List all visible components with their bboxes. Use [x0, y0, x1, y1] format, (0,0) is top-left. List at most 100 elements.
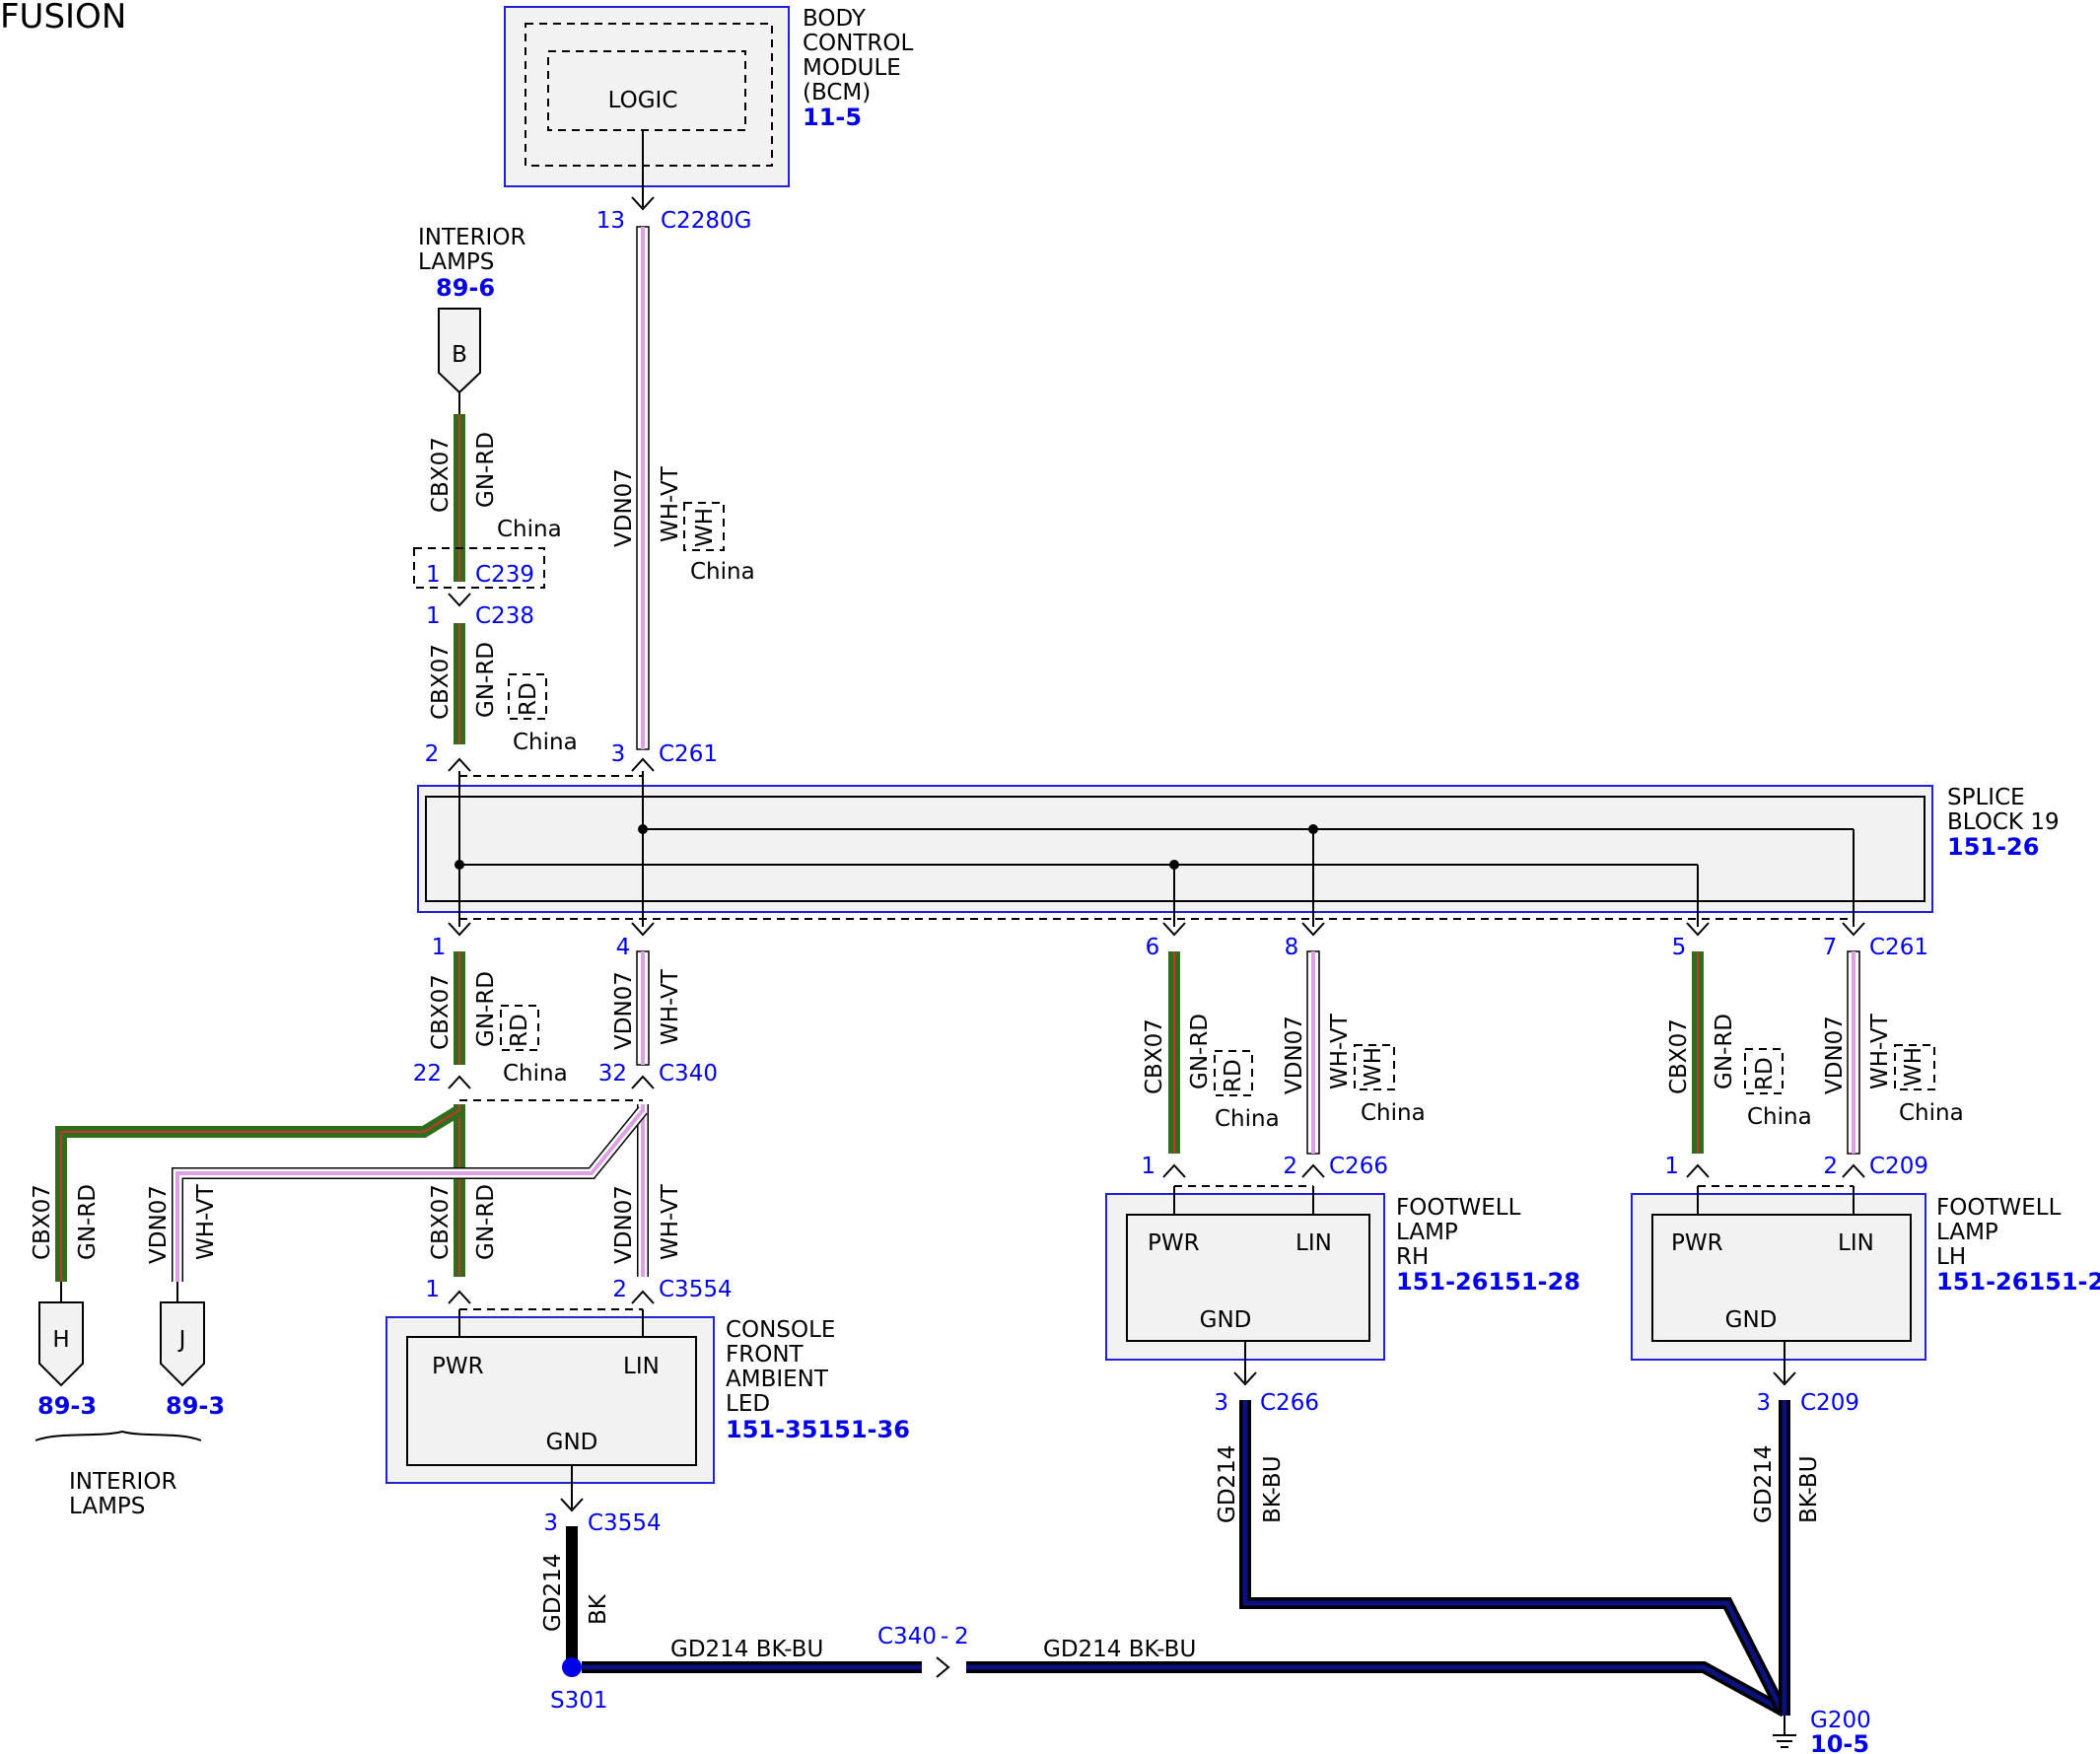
region-label-china: China: [690, 559, 755, 585]
splice-s301-icon[interactable]: [562, 1657, 582, 1677]
connector-c2280g[interactable]: C2280G: [661, 208, 751, 234]
brace-icon: [35, 1430, 202, 1441]
connector-c209-gnd[interactable]: C209: [1800, 1390, 1859, 1416]
splice-s301-label: S301: [550, 1688, 608, 1714]
wire-circuit-label: GD214: [540, 1554, 566, 1632]
wire-circuit-label: VDN07: [611, 1185, 637, 1264]
interior-j-ref[interactable]: 89-3: [166, 1392, 225, 1420]
bcm-name-line: MODULE: [803, 55, 901, 81]
console-led-name: CONSOLE: [726, 1317, 835, 1343]
footwell-lh-component[interactable]: [1631, 1186, 1926, 1361]
connector-c266[interactable]: C266: [1329, 1154, 1388, 1179]
connector-c340[interactable]: C340: [659, 1061, 718, 1087]
connector-arrow-icon: [936, 1656, 950, 1678]
footwell-lh-ref[interactable]: 151-26151-28: [1936, 1268, 2100, 1296]
console-led-component[interactable]: [385, 1309, 715, 1484]
interior-b-connector[interactable]: [438, 308, 481, 394]
wire-color-label: GN-RD: [473, 971, 499, 1047]
wire-circuit-label: CBX07: [1666, 1018, 1692, 1094]
footwell-rh-component[interactable]: [1105, 1186, 1385, 1361]
interior-j-connector[interactable]: [160, 1301, 205, 1387]
ground-g200-ref[interactable]: 10-5: [1810, 1730, 1869, 1754]
region-label-china: China: [503, 1061, 568, 1087]
wire-vdn07-footwell-rh[interactable]: [1306, 950, 1320, 1155]
footwell-rh-ref[interactable]: 151-26151-28: [1396, 1268, 1580, 1296]
pin-number: 22: [413, 1061, 442, 1087]
connector-c340-inline[interactable]: C340: [877, 1624, 937, 1649]
wire-circuit-label: GD214: [1751, 1445, 1777, 1523]
connector-arrow-icon: [1842, 1163, 1865, 1178]
pin-number: 3: [543, 1510, 558, 1536]
bcm-logic-label: LOGIC: [608, 88, 678, 113]
connector-c3554-gnd[interactable]: C3554: [588, 1510, 662, 1536]
region-label-china: China: [1361, 1100, 1426, 1126]
connector-c3554[interactable]: C3554: [659, 1277, 733, 1302]
pin-number: 6: [1146, 935, 1160, 960]
wire-color-label: WH-VT: [658, 968, 683, 1045]
connector-arrow-icon: [1162, 922, 1186, 937]
interior-bottom-name: LAMPS: [69, 1494, 145, 1519]
wire-circuit-label: VDN07: [611, 468, 637, 547]
wire-color-label: WH: [1361, 1047, 1386, 1087]
wire-cbx07-to-h[interactable]: [55, 1104, 465, 1282]
interior-h-ref[interactable]: 89-3: [37, 1392, 97, 1420]
connector-arrow-icon: [448, 757, 471, 772]
wire-color-label: BK-BU: [1260, 1455, 1286, 1523]
wire-vdn07-footwell-lh[interactable]: [1847, 950, 1860, 1155]
wire-ground-label: GD214 BK-BU: [670, 1637, 823, 1662]
connector-c261-top[interactable]: C261: [659, 741, 718, 767]
pin-gnd-label: GND: [1200, 1307, 1252, 1333]
splice-internal-bus: [455, 771, 1855, 927]
connector-c239[interactable]: C239: [475, 562, 534, 588]
connector-arrow-icon: [1773, 1371, 1796, 1386]
footwell-lh-name: FOOTWELL: [1936, 1195, 2062, 1221]
interior-top-name: LAMPS: [418, 249, 494, 275]
pin-number: 5: [1672, 935, 1687, 960]
connector-c209[interactable]: C209: [1869, 1154, 1928, 1179]
connector-c261-bottom[interactable]: C261: [1869, 935, 1928, 960]
splice-bottom-arrows: [448, 922, 1865, 937]
connector-arrow-icon: [448, 922, 471, 937]
footwell-rh-name: LAMP: [1396, 1220, 1458, 1245]
wire-color-label: RD: [1221, 1059, 1246, 1092]
interior-h-connector[interactable]: [38, 1301, 84, 1387]
wire-circuit-label: VDN07: [1282, 1016, 1307, 1094]
bcm-label: BODY CONTROL MODULE (BCM) 11-5: [803, 6, 914, 131]
region-label-china: China: [513, 730, 578, 755]
connector-letter: J: [177, 1327, 186, 1353]
wire-vdn07-c340[interactable]: [636, 950, 650, 1066]
pin-number: 7: [1823, 935, 1838, 960]
pin-pwr-label: PWR: [1148, 1230, 1200, 1256]
wire-color-label: GN-RD: [473, 642, 499, 718]
pin-pwr-label: PWR: [1671, 1230, 1723, 1256]
pin-number: 2: [1823, 1154, 1838, 1179]
connector-arrow-icon: [1301, 922, 1325, 937]
connector-c238[interactable]: C238: [475, 603, 534, 629]
wire-color-label: GN-RD: [1187, 1014, 1213, 1089]
pin-number: 4: [616, 935, 631, 960]
connector-arrow-icon: [631, 922, 655, 937]
connector-letter: H: [52, 1327, 69, 1353]
splice-name: SPLICE: [1947, 785, 2025, 810]
wire-color-label: WH-VT: [1327, 1013, 1353, 1089]
ground-g200-icon[interactable]: [1773, 1716, 1796, 1748]
splice-block-19[interactable]: [417, 785, 1933, 913]
pin-number: 1: [1664, 1154, 1679, 1179]
wire-vdn07-to-j[interactable]: [172, 1104, 649, 1282]
wire-vdn07-top[interactable]: [636, 226, 650, 750]
splice-ref[interactable]: 151-26: [1947, 833, 2039, 861]
page-title: FUSION: [0, 0, 126, 36]
bcm-ref[interactable]: 11-5: [803, 104, 862, 131]
ground-g200-label: G200: [1810, 1708, 1871, 1733]
wire-circuit-label: CBX07: [30, 1184, 55, 1260]
wire-gd214-bk-bu-ground[interactable]: [582, 1400, 1790, 1718]
pin-number: 1: [425, 1277, 440, 1302]
pin-number: 1: [1141, 1154, 1155, 1179]
pin-number: 1: [432, 935, 447, 960]
connector-c266-gnd[interactable]: C266: [1260, 1390, 1319, 1416]
bcm-component[interactable]: LOGIC: [504, 6, 790, 187]
wire-color-label: WH-VT: [658, 1183, 683, 1260]
wire-color-label: RD: [1752, 1057, 1778, 1090]
interior-top-ref[interactable]: 89-6: [436, 274, 495, 302]
console-led-ref[interactable]: 151-35151-36: [726, 1416, 910, 1443]
